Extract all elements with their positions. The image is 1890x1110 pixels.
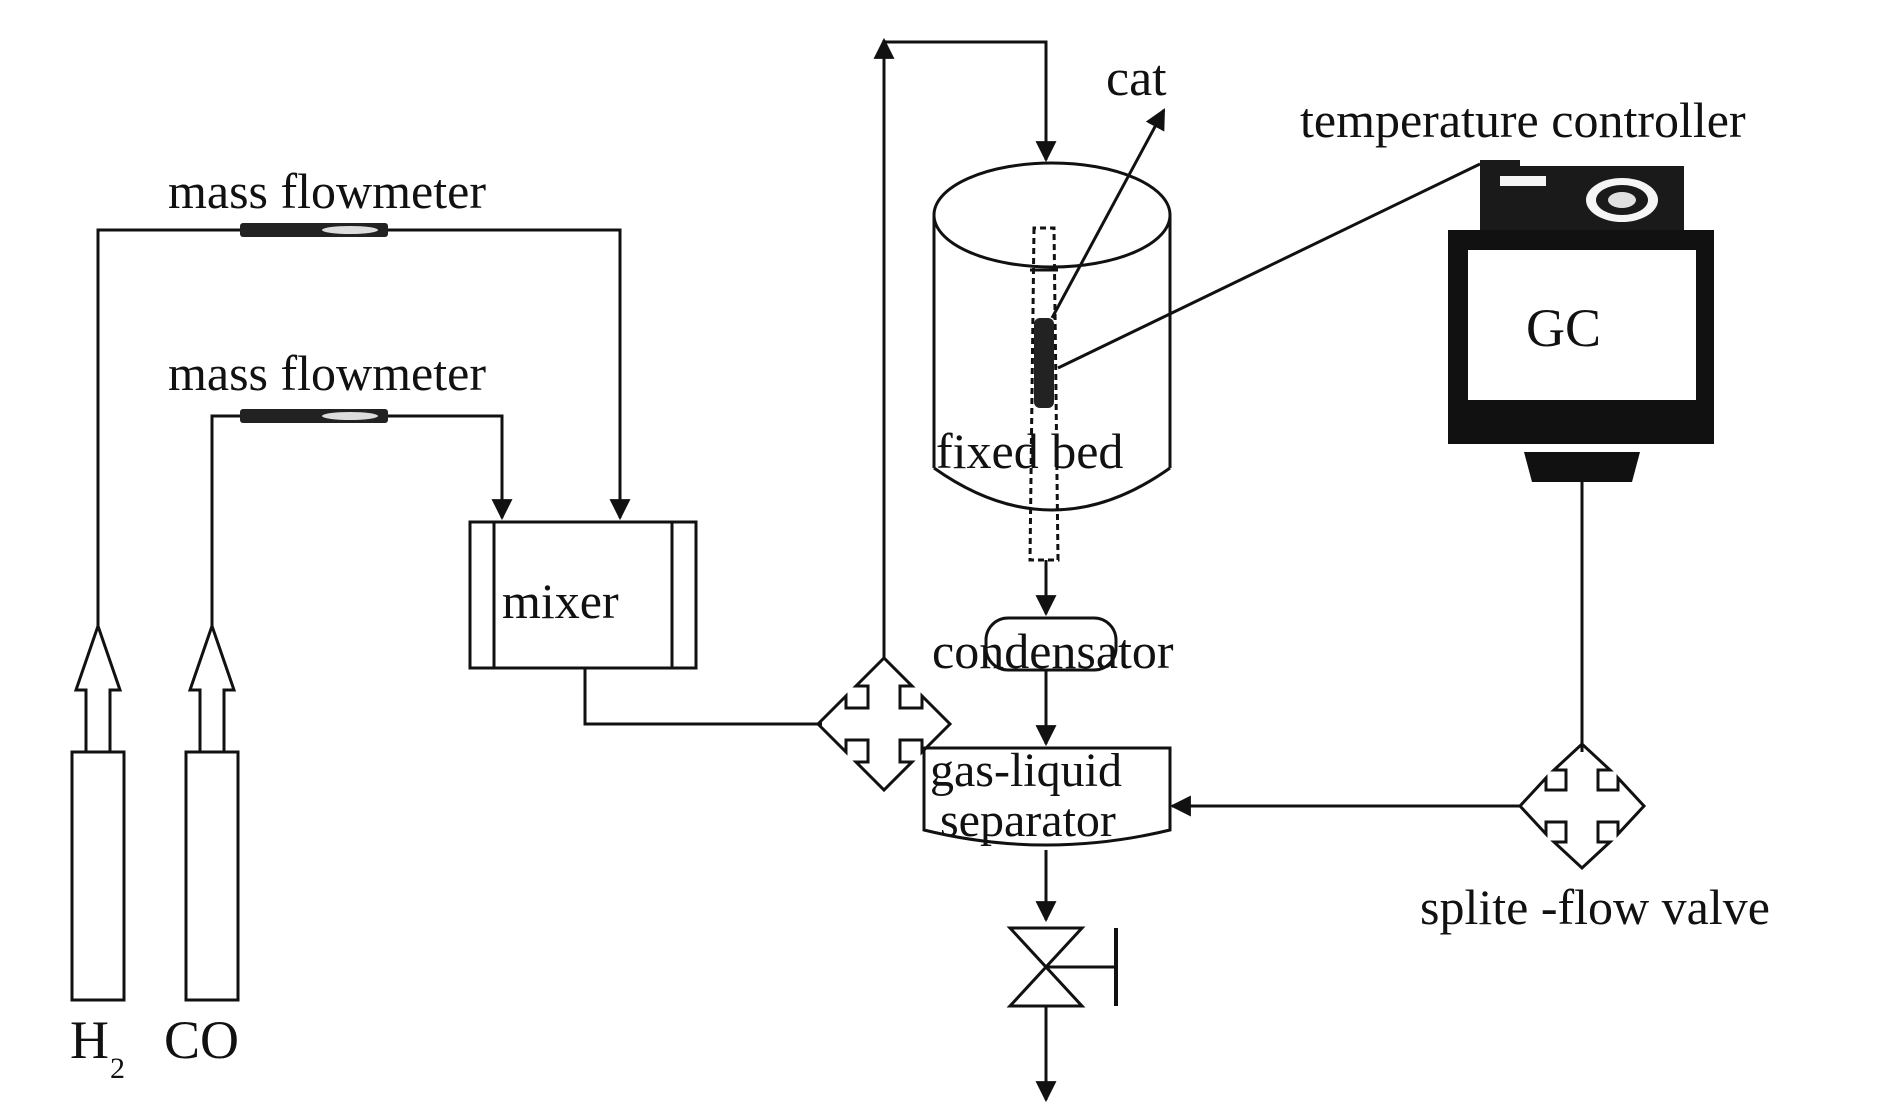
co-cylinder — [184, 621, 240, 1002]
separator-label: separator — [940, 794, 1116, 847]
flowmeter-bottom-to-mixer-line — [388, 414, 513, 521]
catalyst-bed — [1034, 318, 1054, 408]
mass-flowmeter-bottom-label: mass flowmeter — [168, 345, 486, 401]
condensator-label: condensator — [932, 623, 1174, 679]
h2-label: H — [70, 1010, 109, 1070]
drain-valve — [1006, 926, 1118, 1008]
gas-liquid-label: gas-liquid — [930, 744, 1122, 797]
fixed-bed-label: fixed bed — [936, 423, 1123, 479]
gc-monitor — [1448, 230, 1714, 482]
gas-liquid-separator — [922, 746, 1172, 847]
h2-cylinder — [70, 621, 126, 1002]
co-label: CO — [164, 1010, 239, 1070]
temperature-controller-label: temperature controller — [1300, 92, 1746, 148]
h2-subscript-label: 2 — [110, 1052, 125, 1085]
split-flow-valve-label: splite -flow valve — [1420, 879, 1770, 935]
mixer-box — [468, 520, 698, 670]
flowmeter-top-to-mixer-line — [388, 228, 631, 521]
cat-label: cat — [1106, 50, 1167, 107]
mixer-to-valve-line — [583, 668, 822, 726]
h2-line — [96, 228, 240, 626]
fixed-bed-reactor — [932, 161, 1172, 562]
cat-pointer-arrow — [1050, 108, 1166, 319]
condensator-unit — [984, 616, 1118, 672]
co-line — [210, 414, 240, 626]
mass-flowmeter-top-label: mass flowmeter — [168, 163, 486, 219]
split-flow-valve — [1517, 741, 1647, 871]
mixer-label: mixer — [502, 573, 619, 629]
feed-to-reactor-line — [884, 40, 1057, 163]
four-way-valve-left — [815, 655, 953, 793]
thermocouple-line — [1057, 162, 1481, 370]
temperature-controller-device — [1480, 160, 1684, 236]
gc-label: GC — [1526, 298, 1601, 358]
